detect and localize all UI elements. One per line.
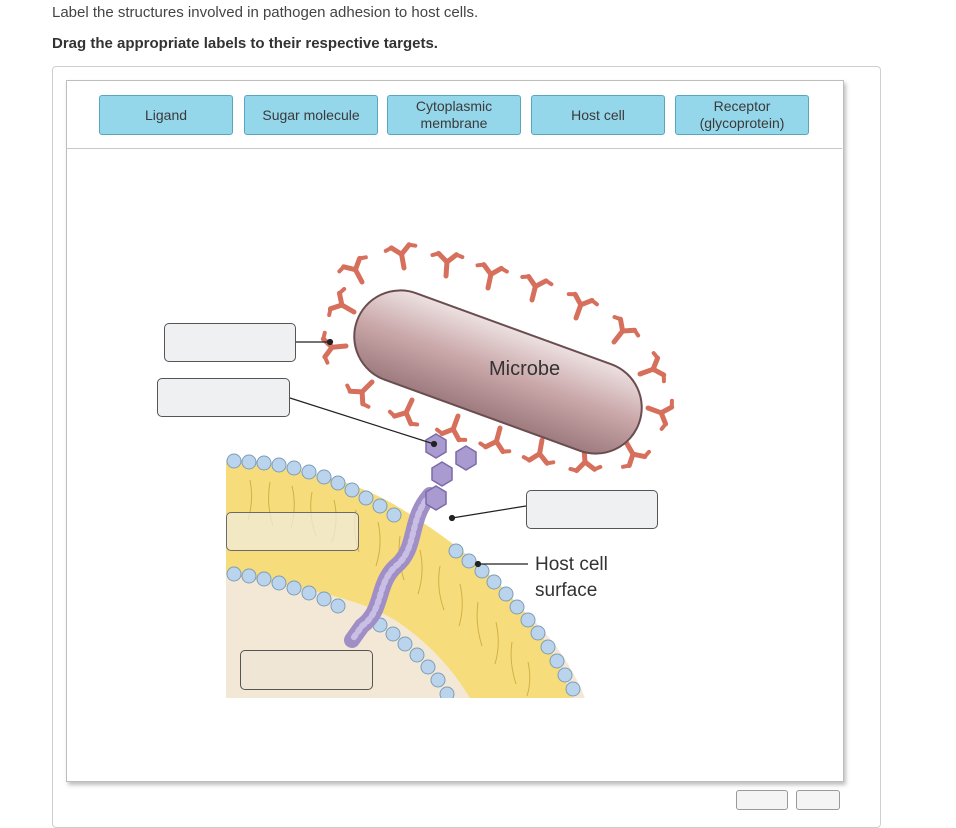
label-bank-divider: [66, 148, 842, 149]
membrane-outer-heads: [226, 453, 581, 697]
membrane-inner-heads: [226, 566, 455, 698]
drop-target-4[interactable]: [226, 512, 359, 551]
adhesion-diagram: Microbe Host cell surface: [226, 0, 956, 698]
leader-lines: [289, 338, 528, 568]
drop-target-3[interactable]: [526, 490, 658, 529]
drop-target-5[interactable]: [240, 650, 373, 690]
sugar-chain: [425, 433, 477, 511]
microbe-label: Microbe: [489, 358, 560, 380]
instruction-bold-text: Drag the appropriate labels to their res…: [52, 35, 438, 52]
label-receptor-glycoprotein[interactable]: Receptor (glycoprotein): [675, 95, 809, 135]
help-button[interactable]: [796, 790, 840, 810]
drop-target-1[interactable]: [164, 323, 296, 362]
reset-button[interactable]: [736, 790, 788, 810]
instruction-text: Label the structures involved in pathoge…: [52, 4, 479, 21]
label-ligand[interactable]: Ligand: [99, 95, 233, 135]
label-cytoplasmic-membrane[interactable]: Cytoplasmic membrane: [387, 95, 521, 135]
label-sugar-molecule[interactable]: Sugar molecule: [244, 95, 378, 135]
host-cell-surface-label-line2: surface: [535, 580, 597, 601]
label-host-cell[interactable]: Host cell: [531, 95, 665, 135]
host-cell-surface-label-line1: Host cell: [535, 554, 608, 575]
microbe: Microbe: [323, 244, 674, 471]
drop-target-2[interactable]: [157, 378, 290, 417]
microbe-body: [353, 289, 643, 455]
